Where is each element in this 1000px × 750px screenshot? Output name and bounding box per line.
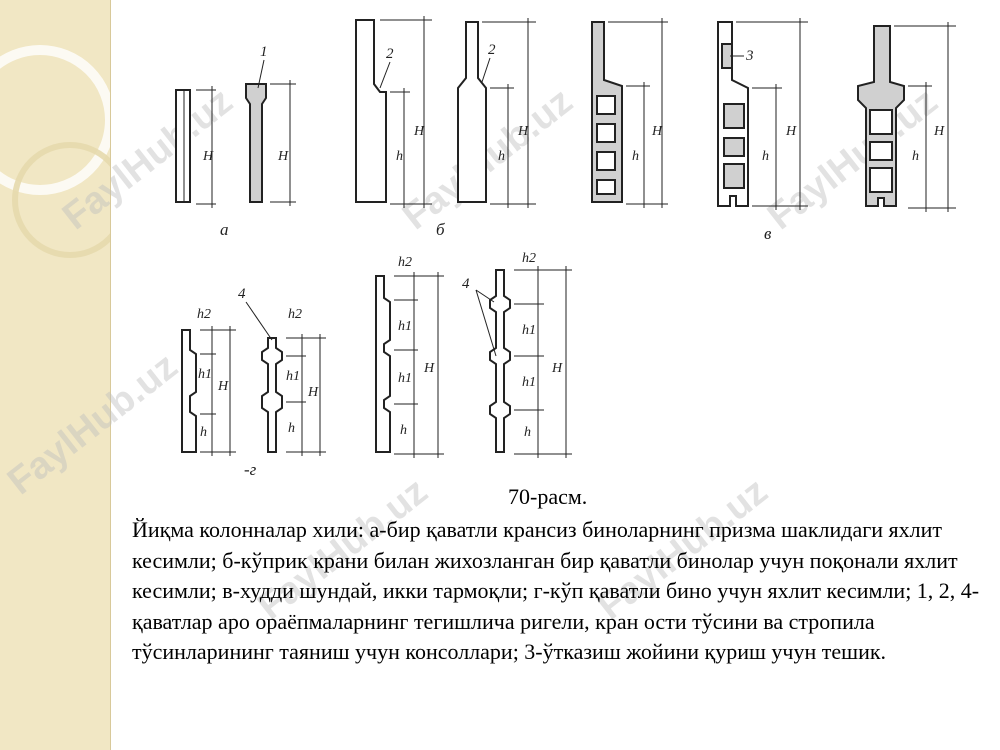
dim-label-h1: h1: [522, 375, 536, 390]
callout-label: 3: [745, 48, 754, 64]
callout-4: 4: [462, 276, 497, 357]
callout-4: 4: [238, 286, 273, 341]
dim-label-h2: h2: [288, 307, 302, 322]
column-g1: [181, 329, 197, 453]
column-b2: [457, 21, 487, 203]
callout-3: 3: [730, 48, 754, 64]
dim-label-H: H: [307, 385, 319, 400]
dimension-b1: h H: [380, 16, 432, 208]
decorative-circles: [0, 45, 110, 258]
callout-label: 2: [488, 42, 496, 58]
dimension-g1: h2 h1 h H: [197, 307, 236, 456]
figure-number: 70-расм.: [508, 484, 588, 509]
dim-label-H: H: [202, 149, 214, 164]
callout-label: 4: [238, 286, 246, 302]
column-drawings: H 1 H 2 h H: [175, 16, 956, 458]
column-g2: [261, 337, 283, 453]
column-b1: [355, 19, 387, 203]
callout-label: 1: [260, 44, 268, 60]
dimension-g3: h2 h1 h1 h H: [394, 255, 444, 458]
callout-2: 2: [481, 42, 496, 83]
dim-label-h1: h1: [286, 369, 300, 384]
part-label-g: -г: [244, 460, 257, 479]
dim-label-h1: h1: [398, 371, 412, 386]
dim-label-H: H: [423, 361, 435, 376]
dim-label-H: H: [277, 149, 289, 164]
dim-label-h: h: [288, 421, 295, 436]
dim-label-h: h: [396, 149, 403, 164]
dim-label-h2: h2: [522, 251, 536, 266]
callout-label: 2: [386, 46, 394, 62]
dimension-a1: H: [196, 86, 216, 208]
dim-label-h: h: [498, 149, 505, 164]
dim-label-H: H: [517, 124, 529, 139]
dimension-g4: h2 h1 h1 h H: [514, 251, 572, 458]
dim-label-H: H: [651, 124, 663, 139]
figure-caption: Йиқма колонналар хили: а-бир қаватли кра…: [132, 517, 980, 664]
callout-1: 1: [257, 44, 268, 89]
dim-label-h1: h1: [198, 367, 212, 382]
column-a2: [245, 83, 267, 203]
dimension-v2: h H: [736, 18, 808, 210]
dim-label-h: h: [524, 425, 531, 440]
dim-label-H: H: [933, 124, 945, 139]
dim-label-h1: h1: [522, 323, 536, 338]
dimension-b2: h H: [482, 18, 536, 208]
column-a1: [175, 89, 191, 203]
part-label-b: б: [436, 220, 445, 239]
dim-label-h: h: [400, 423, 407, 438]
dimension-a2: H: [270, 80, 296, 206]
column-types-figure: H 1 H 2 h H: [175, 16, 956, 479]
column-v3: [857, 25, 905, 207]
dim-label-h2: h2: [398, 255, 412, 270]
dimension-v1: h H: [608, 18, 668, 208]
dimension-g2: h2 h1 h H: [286, 307, 326, 456]
dim-label-h: h: [762, 149, 769, 164]
part-label-v: в: [764, 224, 772, 243]
dim-label-H: H: [413, 124, 425, 139]
dim-label-H: H: [785, 124, 797, 139]
decorative-side-band: [0, 0, 111, 750]
callout-2: 2: [379, 46, 394, 89]
column-v1: [591, 21, 623, 203]
column-g4: [489, 269, 511, 453]
dimension-v3: h H: [894, 22, 956, 212]
dim-label-H: H: [217, 379, 229, 394]
callout-label: 4: [462, 276, 470, 292]
column-v2: [717, 21, 749, 207]
dim-label-h1: h1: [398, 319, 412, 334]
dim-label-h: h: [200, 425, 207, 440]
dim-label-h: h: [632, 149, 639, 164]
dim-label-H: H: [551, 361, 563, 376]
dim-label-h: h: [912, 149, 919, 164]
column-g3: [375, 275, 391, 453]
part-label-a: а: [220, 220, 229, 239]
dim-label-h2: h2: [197, 307, 211, 322]
